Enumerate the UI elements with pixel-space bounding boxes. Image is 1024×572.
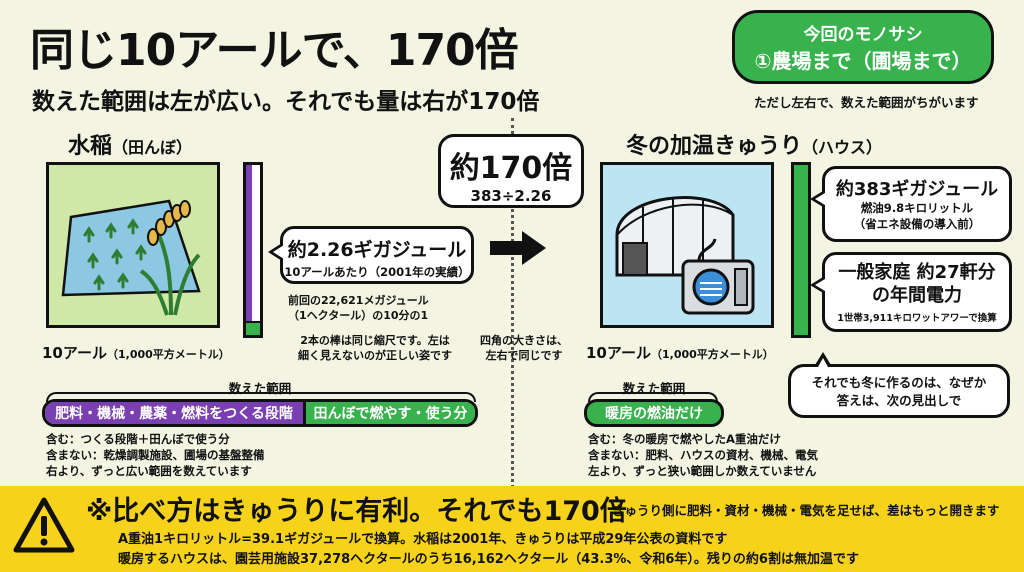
right-excludes: 含まない：肥料、ハウスの資材、機械、電気 xyxy=(588,447,818,462)
why-winter-bubble: それでも冬に作るのは、なぜか 答えは、次の見出しで xyxy=(788,352,1010,418)
left-range-production: 肥料・機械・農薬・燃料をつくる段階 xyxy=(45,402,303,424)
left-range-field: 田んぼで燃やす・使う分 xyxy=(303,402,475,424)
right-title-sub: （ハウス） xyxy=(802,138,883,157)
monosashi-badge: 今回のモノサシ ①農場まで（圃場まで） xyxy=(732,10,994,84)
left-range-bracket xyxy=(46,392,476,402)
left-note2-line2: 細く見えないのが正しい姿です xyxy=(298,349,452,363)
left-note1-line1: 前回の22,621メガジュール xyxy=(288,294,429,307)
left-bubble-value: 約2.26ギガジュール xyxy=(287,239,467,261)
left-note-previous: 前回の22,621メガジュール （1ヘクタール）の10分の1 xyxy=(288,293,429,324)
right-range-bar: 暖房の燃油だけ xyxy=(584,399,724,427)
household-line2: の年間電力 xyxy=(872,285,962,307)
left-note-scale: 2本の棒は同じ縮尺です。左は 細く見えないのが正しい姿です xyxy=(298,333,452,364)
left-bubble-note: 10アールあたり（2001年の実績） xyxy=(284,265,470,279)
right-bubble-value: 約383ギガジュール xyxy=(835,179,999,200)
right-bubble-line1: 燃油9.8キロリットル xyxy=(860,201,974,215)
right-energy-bar xyxy=(791,162,811,338)
left-note2-line1: 2本の棒は同じ縮尺です。左は xyxy=(300,334,450,347)
bottom-banner xyxy=(0,486,1024,572)
badge-line2: ①農場まで（圃場まで） xyxy=(754,49,972,73)
right-energy-bubble: 約383ギガジュール 燃油9.8キロリットル （省エネ設備の導入前） xyxy=(810,166,1012,242)
left-range-bar: 肥料・機械・農薬・燃料をつくる段階 田んぼで燃やす・使う分 xyxy=(42,399,478,427)
left-area-sub: （1,000平方メートル） xyxy=(106,348,230,361)
right-section-title: 冬の加温きゅうり（ハウス） xyxy=(626,128,882,160)
left-energy-bar xyxy=(243,162,263,338)
greenhouse-icon xyxy=(615,196,755,315)
center-note: 四角の大きさは、 左右で同じです xyxy=(480,333,568,364)
banner-side-note: きゅうり側に肥料・資材・機械・電気を足せば、差はもっと開きます xyxy=(612,503,1000,518)
left-title-sub: （田んぼ） xyxy=(112,138,193,157)
left-bar-purple-stripe xyxy=(246,165,252,335)
right-bubble-line2: （省エネ設備の導入前） xyxy=(853,216,981,231)
household-line1: 一般家庭 約27軒分 xyxy=(838,262,996,283)
right-scope-notes: 含む：冬の暖房で燃やしたA重油だけ 含まない：肥料、ハウスの資材、機械、電気 左… xyxy=(588,432,818,480)
banner-title: ※比べ方はきゅうりに有利。それでも170倍 xyxy=(86,496,627,527)
right-area-sub: （1,000平方メートル） xyxy=(650,348,774,361)
ratio-box: 約170倍 383÷2.26 xyxy=(438,134,584,208)
why-line1: それでも冬に作るのは、なぜか xyxy=(811,375,987,390)
household-note: 1世帯3,911キロワットアワーで換算 xyxy=(837,312,997,324)
banner-conversion-note: A重油1キロリットル=39.1ギガジュールで換算。水稲は2001年、きゅうりは平… xyxy=(118,532,728,547)
right-title-main: 冬の加温きゅうり xyxy=(626,134,803,159)
ratio-formula: 383÷2.26 xyxy=(470,187,552,205)
ratio-value: 約170倍 xyxy=(449,151,573,186)
right-arrow-icon xyxy=(490,231,546,265)
left-note1-line2: （1ヘクタール）の10分の1 xyxy=(288,309,429,323)
right-area-value: 10アール xyxy=(586,344,651,362)
rice-field-illustration xyxy=(46,162,220,328)
household-bubble: 一般家庭 約27軒分 の年間電力 1世帯3,911キロワットアワーで換算 xyxy=(810,252,1012,332)
center-divider xyxy=(511,118,514,488)
page-title: 同じ10アールで、170倍 xyxy=(30,25,519,76)
left-scope-summary: 右より、ずっと広い範囲を数えています xyxy=(46,463,252,478)
center-note-line1: 四角の大きさは、 xyxy=(480,334,568,347)
badge-line1: 今回のモノサシ xyxy=(803,25,923,45)
left-scope-notes: 含む：つくる段階＋田んぼで使う分 含まない：乾燥調製施設、圃場の基盤整備 右より… xyxy=(46,432,265,480)
left-title-main: 水稲 xyxy=(68,134,113,159)
banner-heated-house-note: 暖房するハウスは、園芸用施設37,278ヘクタールのうち16,162ヘクタール（… xyxy=(118,552,859,567)
greenhouse-illustration xyxy=(600,162,774,328)
right-includes: 含む：冬の暖房で燃やしたA重油だけ xyxy=(588,432,781,446)
rice-plant-icon xyxy=(61,199,201,316)
left-includes: 含む：つくる段階＋田んぼで使う分 xyxy=(46,432,230,446)
right-range-bracket xyxy=(588,392,718,402)
left-bar-green-fill xyxy=(246,321,260,335)
badge-note: ただし左右で、数えた範囲がちがいます xyxy=(754,95,979,110)
left-excludes: 含まない：乾燥調製施設、圃場の基盤整備 xyxy=(46,447,265,462)
why-line2: 答えは、次の見出しで xyxy=(836,393,962,409)
right-area-label: 10アール（1,000平方メートル） xyxy=(586,342,774,363)
left-area-label: 10アール（1,000平方メートル） xyxy=(42,342,230,363)
warning-icon xyxy=(13,497,75,553)
heater-icon xyxy=(681,238,755,315)
right-scope-summary: 左より、ずっと狭い範囲しか数えていません xyxy=(588,463,817,478)
page-subtitle: 数えた範囲は左が広い。それでも量は右が170倍 xyxy=(32,89,540,115)
center-note-line2: 左右で同じです xyxy=(485,349,563,363)
left-area-value: 10アール xyxy=(42,344,107,362)
left-section-title: 水稲（田んぼ） xyxy=(68,128,192,160)
left-energy-bubble: 約2.26ギガジュール 10アールあたり（2001年の実績） xyxy=(268,226,474,284)
